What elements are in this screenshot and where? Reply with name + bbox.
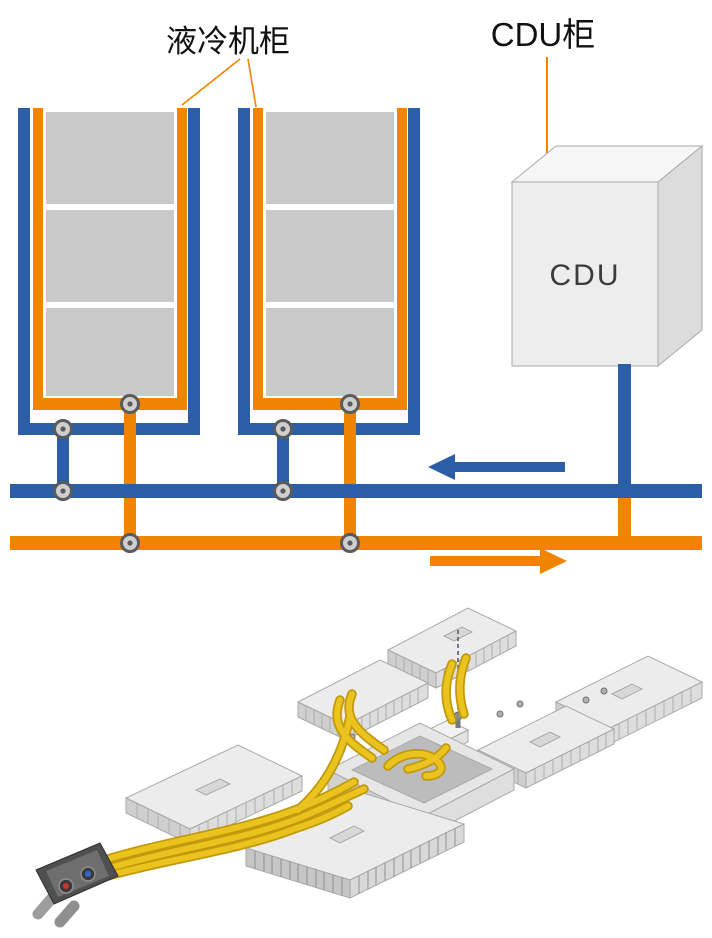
- module-port: [328, 825, 366, 844]
- return-flow-arrow-right: [430, 548, 567, 574]
- supply-flow-arrow-left: [428, 454, 565, 480]
- cold-plate-module-1: [386, 607, 518, 689]
- cdu-cabinet-label: CDU柜: [491, 16, 596, 53]
- module-port: [194, 778, 232, 796]
- rack-leader-line-left: [181, 58, 241, 106]
- liquid-cooled-rack-1: [18, 108, 200, 550]
- supply-main-pipe: [10, 484, 702, 498]
- cdu-box-text: CDU: [550, 259, 621, 292]
- cdu-box-side-face: [657, 144, 703, 368]
- cold-plate-module-5: [124, 744, 304, 845]
- cdu-box-front-face: [511, 181, 659, 367]
- cold-plate-module-6: [244, 791, 466, 899]
- rack-label: 液冷机柜: [166, 24, 290, 59]
- cdu-box: CDU: [510, 144, 704, 368]
- quick-connector: [32, 842, 119, 928]
- rack-label-group: 液冷机柜: [166, 24, 290, 108]
- cdu-return-riser: [618, 498, 631, 544]
- rack-leader-line-right: [247, 58, 257, 108]
- module-screws: [348, 687, 608, 741]
- module-port: [610, 683, 644, 700]
- module-port: [528, 731, 562, 748]
- screw-shaft: [455, 719, 461, 728]
- cdu-supply-riser: [618, 364, 631, 486]
- cold-plate-module-2: [296, 659, 430, 741]
- cdu-label-group: CDU柜: [491, 16, 596, 166]
- cold-plate-module-illustration: [32, 607, 704, 928]
- liquid-cooled-rack-2: [238, 108, 420, 550]
